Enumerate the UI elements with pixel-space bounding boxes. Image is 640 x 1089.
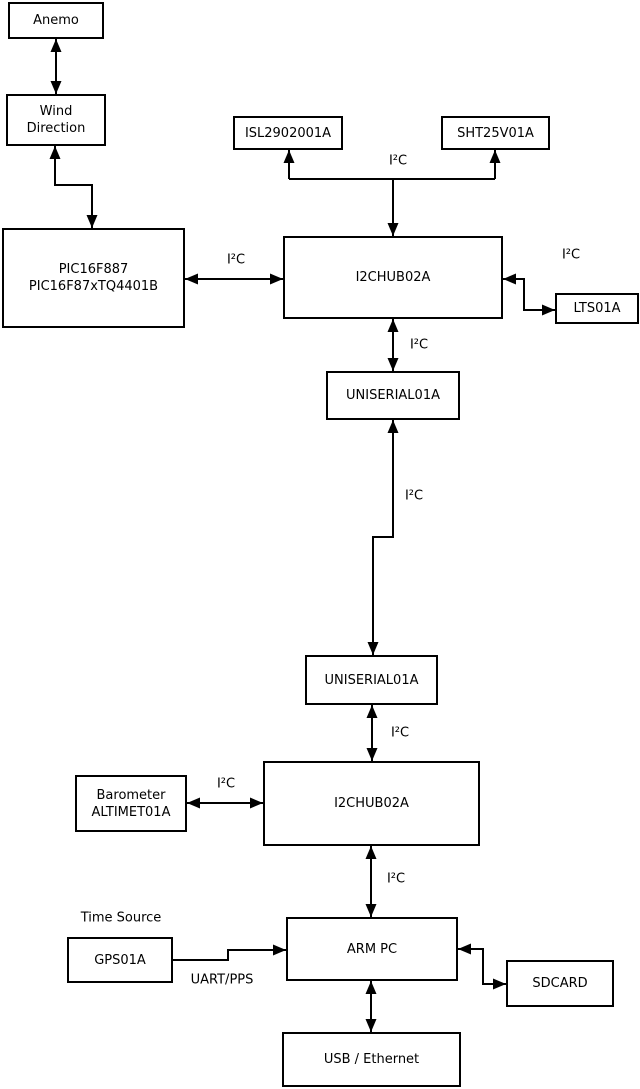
box-label-line: PIC16F87xTQ4401B bbox=[28, 279, 159, 294]
arrowhead-winddirection-pic-start bbox=[49, 146, 61, 159]
label-i2c-sensor-branch: I²C bbox=[388, 153, 408, 169]
arrowhead-barometer-i2chub-lower-start bbox=[187, 797, 200, 809]
box-gps01a: GPS01A bbox=[67, 937, 173, 983]
arrowhead-armpc-sdcard-start bbox=[458, 943, 471, 955]
box-label-line: GPS01A bbox=[94, 952, 146, 968]
box-label-line: UNISERIAL01A bbox=[324, 672, 419, 688]
box-label-line: SHT25V01A bbox=[457, 125, 534, 141]
label-i2c-lts: I²C bbox=[561, 247, 581, 263]
box-uniserial01a-upper: UNISERIAL01A bbox=[326, 371, 460, 420]
arrowhead-i2chub-upper-lts01a-start bbox=[503, 273, 516, 285]
label-i2c-pic-hub: I²C bbox=[226, 252, 246, 268]
connector-i2chub-upper-lts01a bbox=[503, 278, 555, 311]
box-label-line: ARM PC bbox=[346, 941, 398, 957]
box-arm-pc: ARM PC bbox=[286, 917, 458, 981]
arrowhead-i2chub-upper-uniserial-start bbox=[387, 319, 399, 332]
arrowhead-armpc-usbethernet-start bbox=[365, 981, 377, 994]
arrowhead-i2c-branch-to-sht-end bbox=[489, 150, 501, 163]
arrowhead-i2c-branch-stem-to-hub-end bbox=[387, 223, 399, 236]
box-label-line: Anemo bbox=[33, 13, 79, 28]
box-label-line: Barometer bbox=[96, 787, 166, 803]
label-i2c-barometer: I²C bbox=[216, 776, 236, 792]
box-isl2902001a: ISL2902001A bbox=[233, 116, 343, 150]
arrowhead-winddirection-pic-end bbox=[86, 215, 98, 228]
arrowhead-uniserial-uniserial-long-end bbox=[367, 642, 379, 655]
arrowhead-pic-i2chub-upper-start bbox=[185, 273, 198, 285]
box-label-line: ISL2902001A bbox=[244, 125, 332, 141]
box-label-line: Direction bbox=[26, 121, 86, 136]
label-i2c-uniserial-hub2: I²C bbox=[390, 725, 410, 741]
box-label-line: USB / Ethernet bbox=[323, 1052, 420, 1067]
box-label-line: I2CHUB02A bbox=[334, 796, 409, 811]
arrowhead-uniserial-uniserial-long-start bbox=[387, 420, 399, 433]
box-label-line: I2CHUB02A bbox=[355, 270, 431, 285]
box-anemo: Anemo bbox=[8, 2, 104, 39]
label-i2c-hub-uniserial: I²C bbox=[409, 337, 429, 353]
arrowhead-i2chub-lower-armpc-start bbox=[365, 846, 377, 859]
box-label-line: SDCARD bbox=[532, 976, 588, 991]
arrowhead-i2chub-lower-armpc-end bbox=[365, 904, 377, 917]
box-label-line: Wind bbox=[39, 104, 73, 119]
label-uart-pps: UART/PPS bbox=[190, 972, 254, 988]
arrowhead-armpc-usbethernet-end bbox=[365, 1019, 377, 1032]
box-sdcard: SDCARD bbox=[506, 960, 614, 1007]
label-i2c-long-line: I²C bbox=[404, 488, 424, 504]
arrowhead-uniserial-lower-i2chub-start bbox=[366, 705, 378, 718]
box-lts01a: LTS01A bbox=[555, 293, 639, 324]
box-uniserial01a-lower: UNISERIAL01A bbox=[305, 655, 438, 705]
connector-winddirection-pic bbox=[54, 146, 93, 228]
box-label-line: ALTIMET01A bbox=[91, 804, 171, 820]
arrowhead-pic-i2chub-upper-end bbox=[270, 273, 283, 285]
connector-armpc-sdcard bbox=[458, 948, 506, 985]
box-usb-ethernet: USB / Ethernet bbox=[282, 1032, 461, 1087]
arrowhead-uniserial-lower-i2chub-end bbox=[366, 748, 378, 761]
arrowhead-anemo-winddirection-end bbox=[50, 81, 62, 94]
arrowhead-armpc-sdcard-end bbox=[493, 978, 506, 990]
arrowhead-anemo-winddirection-start bbox=[50, 39, 62, 52]
label-time-source: Time Source bbox=[80, 910, 162, 926]
arrowhead-barometer-i2chub-lower-end bbox=[250, 797, 263, 809]
connector-gps-armpc bbox=[173, 949, 286, 961]
box-i2chub02a-lower: I2CHUB02A bbox=[263, 761, 480, 846]
arrowhead-i2c-branch-to-isl-end bbox=[283, 150, 295, 163]
arrowhead-i2chub-upper-uniserial-end bbox=[387, 358, 399, 371]
box-label-line: PIC16F887 bbox=[58, 262, 129, 277]
box-sht25v01a: SHT25V01A bbox=[441, 116, 550, 150]
label-i2c-hub2-armpc: I²C bbox=[386, 871, 406, 887]
arrowhead-gps-armpc-end bbox=[273, 944, 286, 956]
box-label-line: LTS01A bbox=[573, 301, 621, 316]
box-i2chub02a-upper: I2CHUB02A bbox=[283, 236, 503, 319]
connector-uniserial-uniserial-long bbox=[372, 420, 394, 655]
box-label-line: UNISERIAL01A bbox=[346, 388, 440, 403]
arrowhead-i2chub-upper-lts01a-end bbox=[542, 304, 555, 316]
